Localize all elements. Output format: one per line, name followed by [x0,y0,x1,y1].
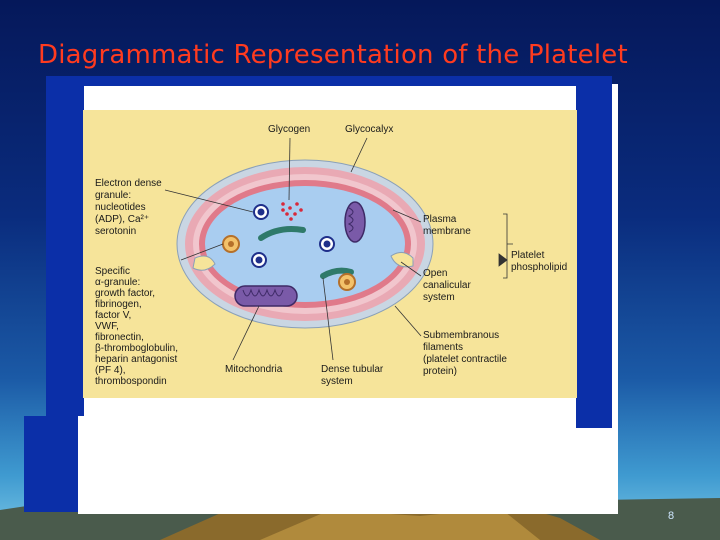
platelet-figure: Glycogen Glycocalyx Electron dense granu… [83,110,577,398]
label-submembranous-3: (platelet contractile [423,354,507,365]
decorative-block [576,76,612,428]
mitochondrion [344,201,366,243]
label-dense-tubular-1: Dense tubular [321,364,384,375]
label-submembranous-4: protein) [423,366,457,377]
label-glycocalyx: Glycocalyx [345,124,393,135]
label-specific-granule-5: factor V, [95,310,131,321]
label-submembranous-2: filaments [423,342,463,353]
label-specific-granule-10: (PF 4), [95,365,126,376]
page-number: 8 [668,510,675,522]
label-open-canalicular-2: canalicular [423,280,471,291]
alpha-granule [222,235,240,253]
label-plasma-membrane-2: membrane [423,226,471,237]
label-specific-granule-11: thrombospondin [95,376,167,387]
canalicular-opening-left [192,255,216,271]
label-specific-granule-8: β-thromboglobulin, [95,343,178,354]
label-specific-granule-4: fibrinogen, [95,299,142,310]
label-platelet-phospholipid-2: phospholipid [511,262,567,273]
dense-tubular-segment [258,226,306,241]
dense-granule [251,252,267,268]
label-open-canalicular-3: system [423,292,455,303]
label-specific-granule-6: VWF, [95,321,119,332]
label-specific-granule-1: Specific [95,266,130,277]
label-specific-granule-2: α-granule: [95,277,140,288]
label-platelet-phospholipid-1: Platelet [511,250,545,261]
label-mitochondria: Mitochondria [225,364,283,375]
label-specific-granule-9: heparin antagonist [95,354,178,365]
label-dense-granule-5: serotonin [95,226,136,237]
alpha-granule [338,273,356,291]
label-submembranous-1: Submembranous [423,330,499,341]
label-glycogen: Glycogen [268,124,310,135]
platelet-diagram: Glycogen Glycocalyx Electron dense granu… [95,124,567,387]
dense-granule [319,236,335,252]
decorative-block [46,76,84,416]
decorative-block [46,76,586,86]
label-specific-granule-3: growth factor, [95,288,155,299]
dense-granule [253,204,269,220]
label-dense-granule-3: nucleotides [95,202,146,213]
slide-title: Diagrammatic Representation of the Plate… [38,40,628,70]
decorative-strip [84,86,576,94]
label-dense-granule-2: granule: [95,190,131,201]
label-specific-granule-7: fibronectin, [95,332,144,343]
label-dense-tubular-2: system [321,376,353,387]
leader-lines [164,137,513,361]
glycogen-particles [281,202,303,221]
label-dense-granule-1: Electron dense [95,178,162,189]
label-dense-granule-4: (ADP), Ca²⁺ [95,214,149,225]
mitochondrion [234,285,298,307]
label-open-canalicular-1: Open [423,268,447,279]
label-plasma-membrane-1: Plasma [423,214,457,225]
dense-tubular-segment [320,267,354,279]
